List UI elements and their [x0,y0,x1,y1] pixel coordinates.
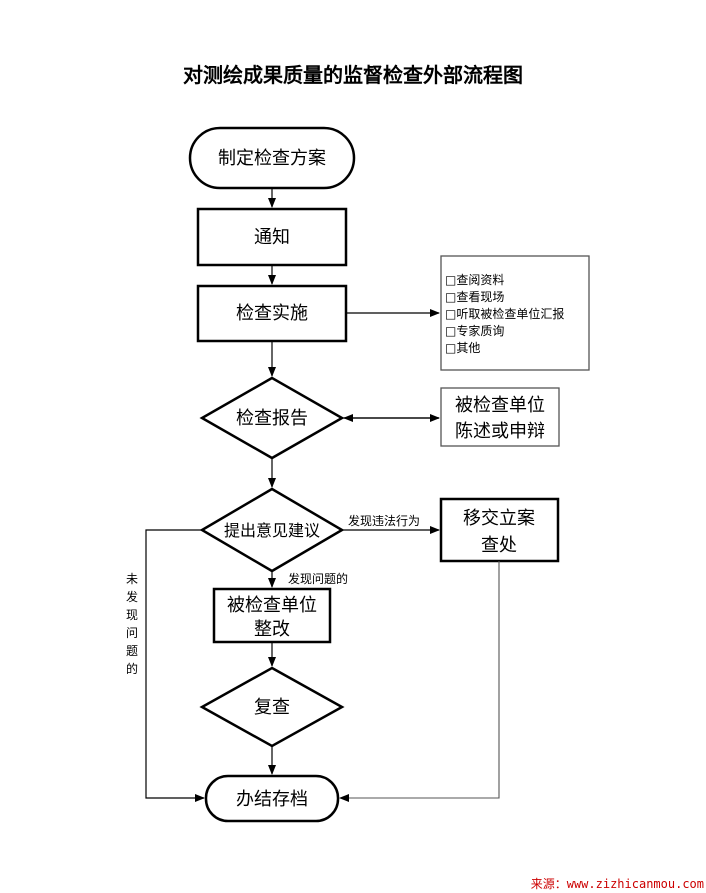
rectify-line-2: 整改 [254,619,290,640]
statement-line-1: 被检查单位 [455,395,545,416]
method-item: □专家质询 [445,323,504,338]
report-node-label: 检查报告 [236,408,308,429]
arrow-no-problem-archive [145,529,205,802]
inspect-node-label: 检查实施 [236,303,308,324]
rectify-line-1: 被检查单位 [227,595,317,616]
method-item: □查阅资料 [445,273,504,287]
statement-node [440,387,560,447]
notify-node [196,207,348,267]
recheck-node-label: 复查 [254,697,290,718]
archive-node [204,774,340,823]
edge-label-no-problem: 问 [126,626,138,640]
source-watermark: 来源：www.zizhicanmou.com [531,877,704,891]
arrow-transfer-archive [339,561,500,802]
rectify-node [212,587,332,644]
method-item: □查看现场 [445,290,504,304]
edge-label-no-problem: 未 [126,572,138,586]
start-node-label: 制定检查方案 [218,148,326,169]
edge-label-no-problem: 的 [126,661,138,676]
edge-label-no-problem: 题 [126,644,138,658]
edge-label-no-problem: 现 [126,608,138,622]
archive-node-label: 办结存档 [236,789,308,810]
statement-line-2: 陈述或申辩 [455,421,545,442]
edge-label-violation: 发现违法行为 [348,513,420,528]
transfer-line-2: 查处 [481,535,517,556]
suggest-node-label: 提出意见建议 [224,521,320,540]
methods-box [440,255,590,371]
edge-label-problem: 发现问题的 [288,571,348,586]
notify-node-label: 通知 [254,227,290,248]
method-item: □其他 [445,341,480,355]
method-item: □听取被检查单位汇报 [445,306,564,321]
edge-label-no-problem: 发 [126,589,138,604]
transfer-line-1: 移交立案 [463,508,535,529]
diagram-title: 对测绘成果质量的监督检查外部流程图 [183,63,523,87]
